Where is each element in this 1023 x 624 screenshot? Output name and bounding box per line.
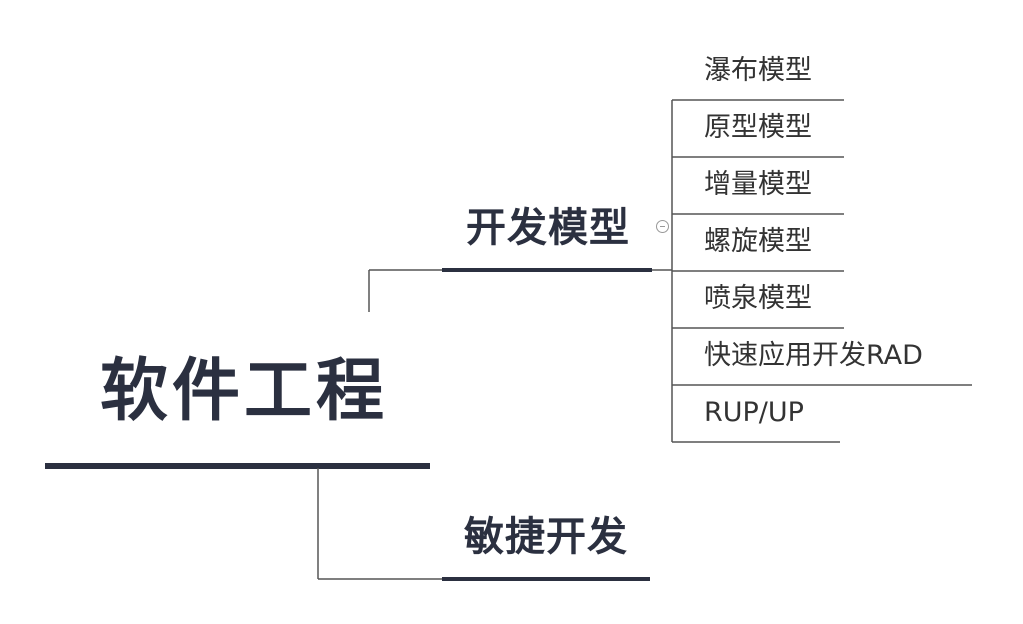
leaf-node-fountain[interactable]: 喷泉模型 <box>704 283 812 314</box>
root-node[interactable]: 软件工程 <box>100 352 389 431</box>
branch-node-development-models[interactable]: 开发模型 <box>466 205 630 251</box>
leaf-node-rad[interactable]: 快速应用开发RAD <box>704 340 923 371</box>
leaf-node-spiral[interactable]: 螺旋模型 <box>704 226 812 257</box>
leaf-node-incremental[interactable]: 增量模型 <box>704 169 812 200</box>
collapse-minus-icon[interactable] <box>656 220 669 233</box>
leaf-node-waterfall[interactable]: 瀑布模型 <box>704 55 812 86</box>
leaf-node-prototype[interactable]: 原型模型 <box>704 112 812 143</box>
leaf-node-rup-up[interactable]: RUP/UP <box>704 397 804 428</box>
branch-node-agile-development[interactable]: 敏捷开发 <box>464 514 628 560</box>
